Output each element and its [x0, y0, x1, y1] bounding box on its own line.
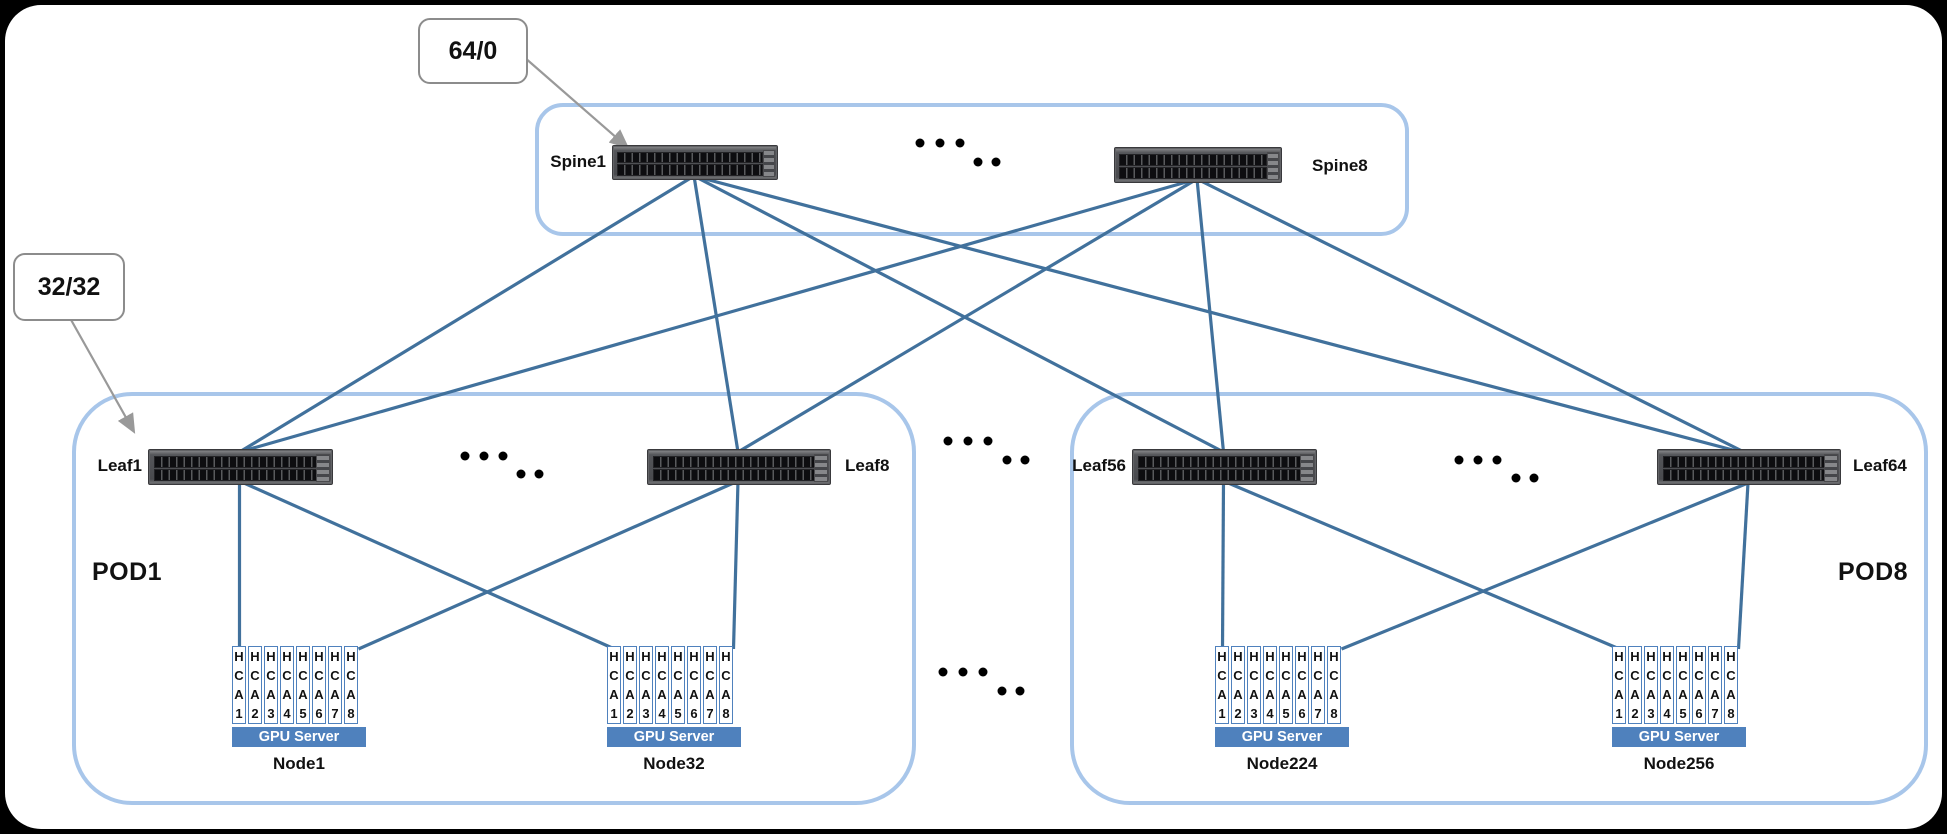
switch-port-row [153, 455, 317, 468]
callout-arrows [69, 56, 630, 434]
hca-card: HCA8 [1724, 646, 1738, 724]
leaf64-switch-image [1657, 449, 1841, 485]
hca-row: HCA1 HCA2 HCA3 HCA4 HCA5 HCA6 HCA7 HCA8 [232, 646, 366, 724]
hca-card: HCA7 [1311, 646, 1325, 724]
leaf8-label: Leaf8 [845, 456, 890, 475]
spine-group-box [535, 103, 1409, 236]
hca-card: HCA4 [1263, 646, 1277, 724]
callout-leaf-split: 32/32 [13, 253, 125, 321]
switch-port-row [652, 468, 815, 481]
leaf8-switch-image [647, 449, 831, 485]
gpu-node: HCA1 HCA2 HCA3 HCA4 HCA5 HCA6 HCA7 HCA8 … [1612, 646, 1746, 774]
node-name: Node32 [643, 754, 705, 773]
gpu-node: HCA1 HCA2 HCA3 HCA4 HCA5 HCA6 HCA7 HCA8 … [232, 646, 366, 774]
hca-card: HCA8 [719, 646, 733, 724]
spine1-switch-image [612, 145, 778, 180]
switch-port-row [1119, 166, 1268, 179]
hca-card: HCA4 [655, 646, 669, 724]
hca-card: HCA4 [280, 646, 294, 724]
hca-card: HCA2 [623, 646, 637, 724]
hca-card: HCA3 [1644, 646, 1658, 724]
node-name: Node1 [273, 754, 325, 773]
node-name: Node224 [1246, 754, 1318, 773]
leaf56-label: Leaf56 [1072, 456, 1126, 475]
spine8-label: Spine8 [1312, 156, 1368, 175]
gpu-node: HCA1 HCA2 HCA3 HCA4 HCA5 HCA6 HCA7 HCA8 … [607, 646, 741, 774]
hca-card: HCA2 [248, 646, 262, 724]
switch-endcap [814, 453, 829, 483]
hca-card: HCA7 [1708, 646, 1722, 724]
switch-endcap [1300, 453, 1315, 483]
hca-card: HCA1 [232, 646, 246, 724]
switch-port-row [617, 151, 764, 164]
callout-spine-uplinks: 64/0 [418, 18, 528, 84]
gpu-server-bar: GPU Server [1612, 727, 1746, 747]
hca-card: HCA6 [687, 646, 701, 724]
hca-card: HCA6 [1692, 646, 1706, 724]
node-name: Node256 [1643, 754, 1715, 773]
hca-card: HCA8 [344, 646, 358, 724]
leaf56-switch-image [1132, 449, 1317, 485]
switch-port-row [1662, 468, 1825, 481]
leaf1-switch-image [148, 449, 333, 485]
hca-row: HCA1 HCA2 HCA3 HCA4 HCA5 HCA6 HCA7 HCA8 [607, 646, 741, 724]
hca-card: HCA3 [264, 646, 278, 724]
hca-card: HCA4 [1660, 646, 1674, 724]
switch-endcap [762, 149, 776, 178]
gpu-server-bar: GPU Server [607, 727, 741, 747]
hca-row: HCA1 HCA2 HCA3 HCA4 HCA5 HCA6 HCA7 HCA8 [1215, 646, 1349, 724]
gpu-server-bar: GPU Server [232, 727, 366, 747]
leaf-node-links [237, 479, 1750, 651]
pod1-label: POD1 [92, 558, 163, 586]
pod1-box [72, 392, 916, 805]
spine1-label: Spine1 [550, 152, 606, 171]
hca-card: HCA6 [1295, 646, 1309, 724]
gpu-node: HCA1 HCA2 HCA3 HCA4 HCA5 HCA6 HCA7 HCA8 … [1215, 646, 1349, 774]
hca-card: HCA5 [1279, 646, 1293, 724]
spine-leaf-links [238, 174, 1749, 456]
hca-card: HCA1 [607, 646, 621, 724]
hca-card: HCA7 [328, 646, 342, 724]
switch-port-row [1137, 455, 1301, 468]
hca-card: HCA3 [1247, 646, 1261, 724]
leaf1-label: Leaf1 [97, 456, 142, 475]
hca-card: HCA3 [639, 646, 653, 724]
switch-port-row [153, 468, 317, 481]
leaf64-label: Leaf64 [1853, 456, 1907, 475]
switch-port-row [617, 164, 764, 176]
switch-endcap [316, 453, 331, 483]
spine8-switch-image [1114, 147, 1282, 183]
ellipsis-dots [460, 138, 1539, 696]
hca-row: HCA1 HCA2 HCA3 HCA4 HCA5 HCA6 HCA7 HCA8 [1612, 646, 1746, 724]
hca-card: HCA6 [312, 646, 326, 724]
hca-card: HCA5 [671, 646, 685, 724]
hca-card: HCA1 [1215, 646, 1229, 724]
gpu-server-bar: GPU Server [1215, 727, 1349, 747]
switch-port-row [1119, 153, 1268, 166]
switch-endcap [1266, 151, 1280, 181]
hca-card: HCA8 [1327, 646, 1341, 724]
switch-port-row [1662, 455, 1825, 468]
hca-card: HCA1 [1612, 646, 1626, 724]
callout-leaf-split-text: 32/32 [37, 272, 101, 301]
switch-endcap [1824, 453, 1839, 483]
callout-spine-uplinks-text: 64/0 [448, 36, 498, 65]
hca-card: HCA5 [296, 646, 310, 724]
hca-card: HCA2 [1628, 646, 1642, 724]
hca-card: HCA7 [703, 646, 717, 724]
switch-port-row [652, 455, 815, 468]
switch-port-row [1137, 468, 1301, 481]
hca-card: HCA2 [1231, 646, 1245, 724]
hca-card: HCA5 [1676, 646, 1690, 724]
pod8-label: POD8 [1838, 558, 1909, 586]
pod8-box [1070, 392, 1928, 805]
